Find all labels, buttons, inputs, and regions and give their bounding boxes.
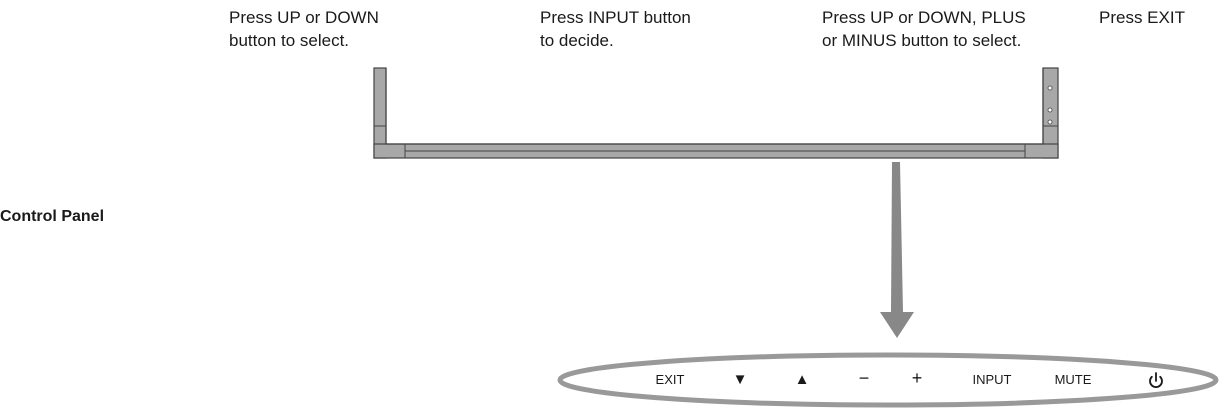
- exit-button[interactable]: EXIT: [655, 372, 685, 387]
- up-button[interactable]: ▲: [794, 371, 810, 388]
- control-panel-outline: [557, 352, 1219, 408]
- control-panel-label: Control Panel: [0, 208, 105, 225]
- instruction-line: Press UP or DOWN: [229, 8, 379, 27]
- instruction-line: Press EXIT: [1099, 8, 1185, 27]
- instruction-line: to decide.: [540, 31, 614, 50]
- instruction-line: Press INPUT button: [540, 8, 691, 27]
- instruction-line: or MINUS button to select.: [822, 31, 1022, 50]
- side-button-dot: [1047, 85, 1053, 91]
- power-button[interactable]: [1144, 368, 1168, 392]
- mute-button[interactable]: MUTE: [1054, 372, 1092, 387]
- down-arrow-pointer: [880, 162, 914, 338]
- instruction-select-up-down: Press UP or DOWN button to select.: [229, 6, 379, 52]
- arrow-shape: [880, 162, 914, 338]
- power-icon: [1149, 372, 1163, 388]
- minus-button[interactable]: −: [858, 368, 870, 388]
- instruction-line: Press UP or DOWN, PLUS: [822, 8, 1026, 27]
- monitor-bezel: [373, 67, 1059, 159]
- instruction-exit: Press EXIT: [1099, 6, 1185, 29]
- plus-button[interactable]: +: [911, 368, 923, 388]
- screen-edge: [385, 68, 1044, 145]
- side-button-dot: [1047, 119, 1053, 125]
- input-button[interactable]: INPUT: [972, 372, 1012, 387]
- side-button-dot: [1047, 107, 1053, 113]
- down-button[interactable]: ▼: [732, 371, 748, 388]
- instruction-input-decide: Press INPUT button to decide.: [540, 6, 691, 52]
- instruction-adjust-value: Press UP or DOWN, PLUS or MINUS button t…: [822, 6, 1026, 52]
- instruction-line: button to select.: [229, 31, 350, 50]
